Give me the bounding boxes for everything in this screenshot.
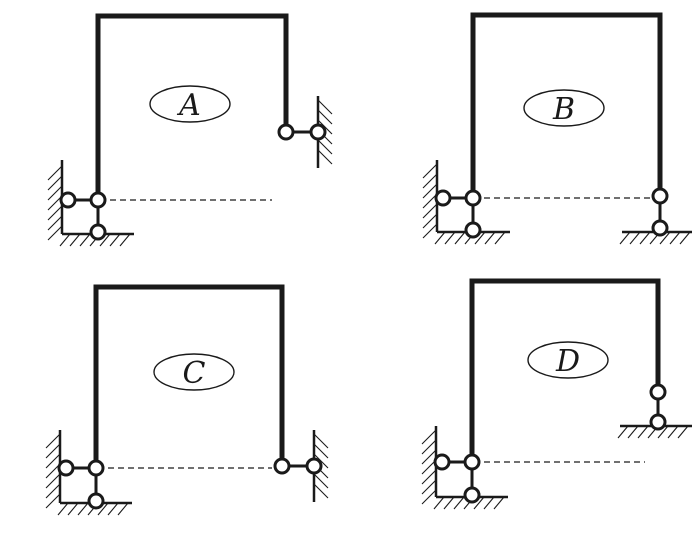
frame-b [470,12,663,201]
diagram-a: A [47,13,333,247]
left-support-c [45,430,132,516]
label-d: D [555,344,580,379]
diagram-c: C [45,284,329,516]
right-support-b [619,187,692,245]
label-ellipse-d [527,341,609,379]
left-support-a [47,160,134,247]
label-ellipse-b [523,89,605,127]
right-support-c [273,430,329,502]
left-support-d [421,426,508,510]
label-b: B [552,92,575,127]
right-support-d [617,383,692,439]
right-support-a [277,96,333,168]
label-a: A [176,88,201,123]
label-c: C [183,356,206,391]
frame-c [93,284,285,471]
diagram-b: B [422,12,692,245]
diagram-d: D [421,278,692,510]
frame-d [469,278,661,465]
frame-a [95,13,289,203]
left-support-b [422,160,510,245]
label-ellipse-a [149,85,231,123]
label-ellipse-c [153,353,235,391]
